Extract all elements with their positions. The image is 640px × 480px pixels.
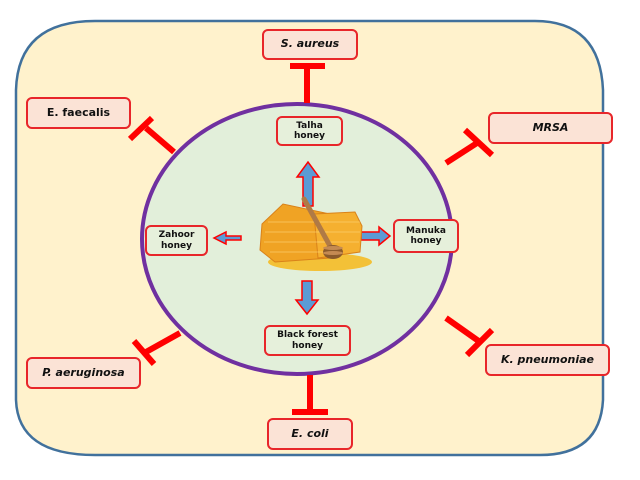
- bacteria-box-e-faecalis: E. faecalis: [26, 97, 131, 129]
- bacteria-label-p-aeruginosa: P. aeruginosa: [42, 365, 125, 379]
- bacteria-label-e-coli: E. coli: [291, 426, 329, 440]
- honey-box-black-forest: Black forest honey: [264, 325, 351, 356]
- bacteria-box-e-coli: E. coli: [267, 418, 353, 450]
- inhibitor-k-pneumoniae: [444, 315, 495, 358]
- bacteria-label-mrsa: MRSA: [532, 120, 569, 134]
- bacteria-box-k-pneumoniae: K. pneumoniae: [485, 344, 610, 376]
- honey-label-zahoor: Zahoor honey: [158, 230, 195, 251]
- honey-box-manuka: Manuka honey: [393, 219, 459, 253]
- inhibitor-e-coli: [292, 375, 328, 415]
- bacteria-box-s-aureus: S. aureus: [262, 29, 358, 60]
- honey-box-talha: Talha honey: [276, 116, 343, 146]
- arrow-left-zahoor: [212, 230, 242, 246]
- honeycomb-image: [259, 196, 372, 271]
- bacteria-label-s-aureus: S. aureus: [280, 37, 340, 51]
- bacteria-box-p-aeruginosa: P. aeruginosa: [26, 357, 141, 389]
- bacteria-label-k-pneumoniae: K. pneumoniae: [500, 352, 595, 366]
- bacteria-label-e-faecalis: E. faecalis: [46, 105, 111, 119]
- inhibitor-s-aureus: [290, 63, 325, 103]
- inhibitor-p-aeruginosa: [131, 330, 182, 366]
- honey-label-manuka: Manuka honey: [406, 225, 446, 246]
- inhibitor-mrsa: [444, 127, 495, 166]
- honey-label-talha: Talha honey: [294, 120, 325, 141]
- bacteria-box-mrsa: MRSA: [488, 112, 613, 144]
- inhibitor-e-faecalis: [127, 115, 176, 155]
- honey-label-black-forest: Black forest honey: [277, 330, 338, 351]
- honey-box-zahoor: Zahoor honey: [145, 225, 208, 256]
- arrow-down-black-forest: [294, 280, 320, 316]
- arrow-right-manuka: [360, 225, 392, 247]
- arrow-up-talha: [295, 160, 321, 207]
